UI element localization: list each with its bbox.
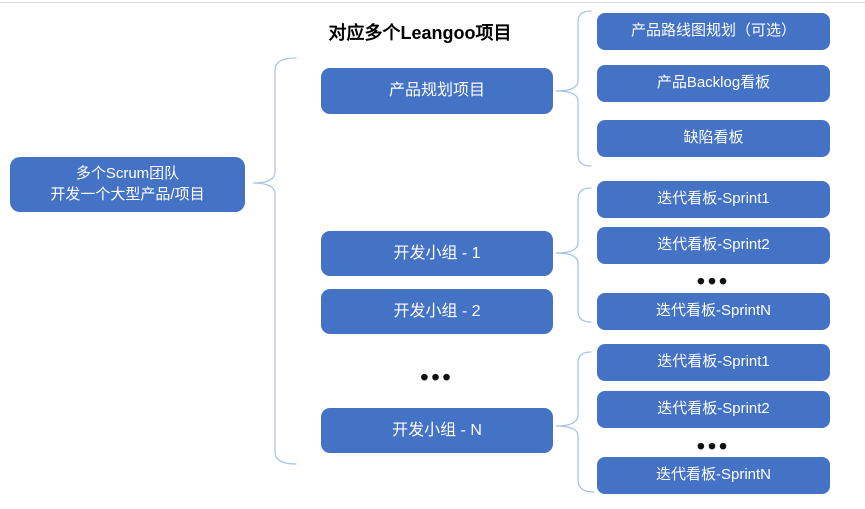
brace-root-to-mid <box>252 57 297 465</box>
brace-team1-to-sprints <box>555 187 592 323</box>
ellipsis-team1-sprints: ••• <box>696 268 731 294</box>
node-scrum-teams-line1: 多个Scrum团队 <box>75 165 180 183</box>
ellipsis-teamN-sprints: ••• <box>696 433 731 459</box>
node-dev-team-1: 开发小组 - 1 <box>321 231 553 276</box>
brace-teamN-to-sprints <box>555 351 595 493</box>
node-dev-team-n: 开发小组 - N <box>321 408 553 453</box>
ellipsis-dev-teams: ••• <box>420 364 454 390</box>
node-team1-sprint2-board: 迭代看板-Sprint2 <box>597 227 830 264</box>
node-scrum-teams: 多个Scrum团队 开发一个大型产品/项目 <box>10 157 245 212</box>
node-product-planning-project: 产品规划项目 <box>321 68 553 114</box>
node-teamN-sprintN-board: 迭代看板-SprintN <box>597 457 830 494</box>
node-team1-sprint1-board: 迭代看板-Sprint1 <box>597 181 830 218</box>
node-scrum-teams-line2: 开发一个大型产品/项目 <box>50 185 205 203</box>
node-roadmap-board: 产品路线图规划（可选） <box>597 13 830 50</box>
diagram-title: 对应多个Leangoo项目 <box>328 23 512 43</box>
node-teamN-sprint1-board: 迭代看板-Sprint1 <box>597 344 830 381</box>
node-team1-sprintN-board: 迭代看板-SprintN <box>597 293 830 330</box>
node-backlog-board: 产品Backlog看板 <box>597 65 830 102</box>
top-border-line <box>0 2 865 3</box>
brace-planning-to-boards <box>555 10 592 167</box>
node-teamN-sprint2-board: 迭代看板-Sprint2 <box>597 391 830 428</box>
node-dev-team-2: 开发小组 - 2 <box>321 289 553 334</box>
node-defect-board: 缺陷看板 <box>597 120 830 157</box>
